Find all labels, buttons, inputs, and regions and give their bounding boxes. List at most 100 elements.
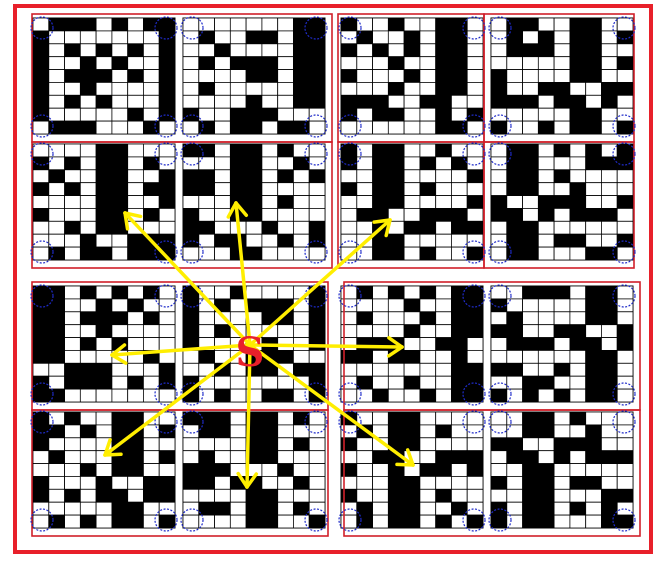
empty-cell bbox=[601, 196, 617, 209]
filled-cell bbox=[112, 412, 128, 425]
filled-cell bbox=[199, 221, 215, 234]
filled-cell bbox=[570, 208, 586, 221]
filled-cell bbox=[436, 44, 452, 57]
filled-cell bbox=[246, 208, 262, 221]
empty-cell bbox=[538, 57, 554, 70]
empty-cell bbox=[554, 247, 570, 260]
filled-cell bbox=[467, 312, 483, 325]
filled-cell bbox=[507, 95, 523, 108]
arrow-shaft bbox=[250, 345, 402, 347]
empty-cell bbox=[420, 412, 436, 425]
empty-cell bbox=[49, 221, 65, 234]
filled-cell bbox=[507, 170, 523, 183]
filled-cell bbox=[388, 425, 404, 438]
empty-cell bbox=[183, 425, 199, 438]
empty-cell bbox=[309, 208, 325, 221]
empty-cell bbox=[183, 31, 199, 44]
filled-cell bbox=[33, 57, 49, 70]
empty-cell bbox=[262, 121, 278, 134]
filled-cell bbox=[586, 451, 602, 464]
filled-cell bbox=[278, 144, 294, 157]
empty-cell bbox=[65, 299, 81, 312]
empty-cell bbox=[404, 144, 420, 157]
empty-cell bbox=[554, 31, 570, 44]
empty-cell bbox=[215, 108, 231, 121]
filled-cell bbox=[49, 170, 65, 183]
empty-cell bbox=[230, 299, 246, 312]
empty-cell bbox=[538, 157, 554, 170]
filled-cell bbox=[570, 412, 586, 425]
empty-cell bbox=[451, 464, 467, 477]
filled-cell bbox=[128, 108, 144, 121]
filled-cell bbox=[341, 70, 357, 83]
grid-block bbox=[183, 18, 325, 134]
empty-cell bbox=[523, 350, 539, 363]
filled-cell bbox=[601, 299, 617, 312]
empty-cell bbox=[491, 157, 507, 170]
filled-cell bbox=[65, 363, 81, 376]
empty-cell bbox=[199, 18, 215, 31]
empty-cell bbox=[491, 338, 507, 351]
filled-cell bbox=[230, 183, 246, 196]
filled-cell bbox=[436, 18, 452, 31]
filled-cell bbox=[278, 350, 294, 363]
empty-cell bbox=[96, 234, 112, 247]
filled-cell bbox=[617, 515, 633, 528]
filled-cell bbox=[215, 325, 231, 338]
empty-cell bbox=[554, 70, 570, 83]
empty-cell bbox=[128, 170, 144, 183]
empty-cell bbox=[404, 57, 420, 70]
filled-cell bbox=[570, 502, 586, 515]
filled-cell bbox=[33, 425, 49, 438]
filled-cell bbox=[357, 31, 373, 44]
filled-cell bbox=[159, 476, 175, 489]
filled-cell bbox=[96, 208, 112, 221]
empty-cell bbox=[388, 95, 404, 108]
empty-cell bbox=[199, 312, 215, 325]
empty-cell bbox=[404, 363, 420, 376]
filled-cell bbox=[507, 157, 523, 170]
empty-cell bbox=[570, 312, 586, 325]
empty-cell bbox=[143, 196, 159, 209]
empty-cell bbox=[183, 438, 199, 451]
empty-cell bbox=[436, 170, 452, 183]
empty-cell bbox=[420, 234, 436, 247]
filled-cell bbox=[33, 338, 49, 351]
empty-cell bbox=[65, 247, 81, 260]
empty-cell bbox=[262, 464, 278, 477]
empty-cell bbox=[293, 350, 309, 363]
empty-cell bbox=[601, 325, 617, 338]
filled-cell bbox=[617, 489, 633, 502]
empty-cell bbox=[112, 121, 128, 134]
empty-cell bbox=[507, 425, 523, 438]
empty-cell bbox=[199, 234, 215, 247]
filled-cell bbox=[420, 95, 436, 108]
filled-cell bbox=[523, 515, 539, 528]
filled-cell bbox=[246, 196, 262, 209]
filled-cell bbox=[404, 31, 420, 44]
empty-cell bbox=[293, 183, 309, 196]
empty-cell bbox=[183, 363, 199, 376]
empty-cell bbox=[601, 144, 617, 157]
empty-cell bbox=[49, 57, 65, 70]
empty-cell bbox=[404, 208, 420, 221]
filled-cell bbox=[159, 515, 175, 528]
filled-cell bbox=[65, 18, 81, 31]
empty-cell bbox=[159, 312, 175, 325]
empty-cell bbox=[230, 376, 246, 389]
filled-cell bbox=[467, 389, 483, 402]
filled-cell bbox=[33, 299, 49, 312]
empty-cell bbox=[80, 325, 96, 338]
empty-cell bbox=[388, 31, 404, 44]
empty-cell bbox=[357, 170, 373, 183]
empty-cell bbox=[278, 502, 294, 515]
filled-cell bbox=[507, 325, 523, 338]
empty-cell bbox=[467, 350, 483, 363]
empty-cell bbox=[601, 464, 617, 477]
filled-cell bbox=[112, 18, 128, 31]
filled-cell bbox=[570, 338, 586, 351]
empty-cell bbox=[523, 299, 539, 312]
empty-cell bbox=[586, 183, 602, 196]
empty-cell bbox=[183, 515, 199, 528]
empty-cell bbox=[554, 157, 570, 170]
